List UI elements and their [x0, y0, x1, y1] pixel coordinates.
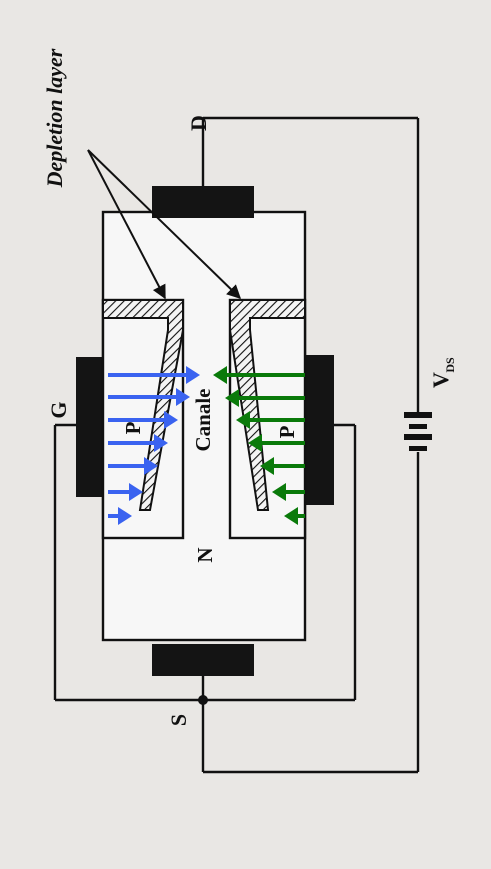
gate-label: G — [46, 401, 71, 418]
drain-label: D — [186, 115, 211, 131]
p-left-label: P — [121, 421, 145, 434]
blue-arrow — [108, 483, 143, 501]
channel-label: Canale — [191, 389, 215, 452]
green-arrow — [225, 389, 305, 407]
blue-field-arrows — [108, 366, 200, 525]
vds-label-main: V — [428, 372, 453, 388]
blue-arrow — [108, 457, 158, 475]
blue-arrow — [108, 366, 200, 384]
drain-contact — [152, 186, 254, 218]
n-region-label: N — [193, 547, 217, 562]
depletion-layer-right — [229, 299, 306, 511]
vds-label: V DS — [428, 357, 457, 388]
blue-arrow — [108, 411, 178, 429]
green-arrow — [284, 507, 305, 525]
blue-arrow — [108, 434, 168, 452]
green-arrow — [260, 457, 305, 475]
depletion-layer-label: Depletion layer — [42, 48, 67, 188]
blue-arrow — [108, 388, 190, 406]
p-right-label: P — [275, 425, 299, 438]
source-contact — [152, 644, 254, 676]
depletion-layer-left — [102, 299, 184, 511]
vds-label-sub: DS — [443, 357, 457, 373]
source-junction-dot — [198, 695, 208, 705]
vds-battery-icon — [404, 412, 432, 451]
depletion-pointers — [87, 149, 242, 300]
source-label: S — [166, 714, 191, 726]
green-arrow — [272, 483, 305, 501]
blue-arrow — [108, 507, 132, 525]
gate-contact-right — [304, 355, 334, 505]
gate-contact-left — [76, 357, 106, 497]
green-arrow — [236, 411, 305, 429]
green-arrow — [248, 434, 305, 452]
green-arrow — [213, 366, 305, 384]
green-field-arrows — [213, 366, 305, 525]
